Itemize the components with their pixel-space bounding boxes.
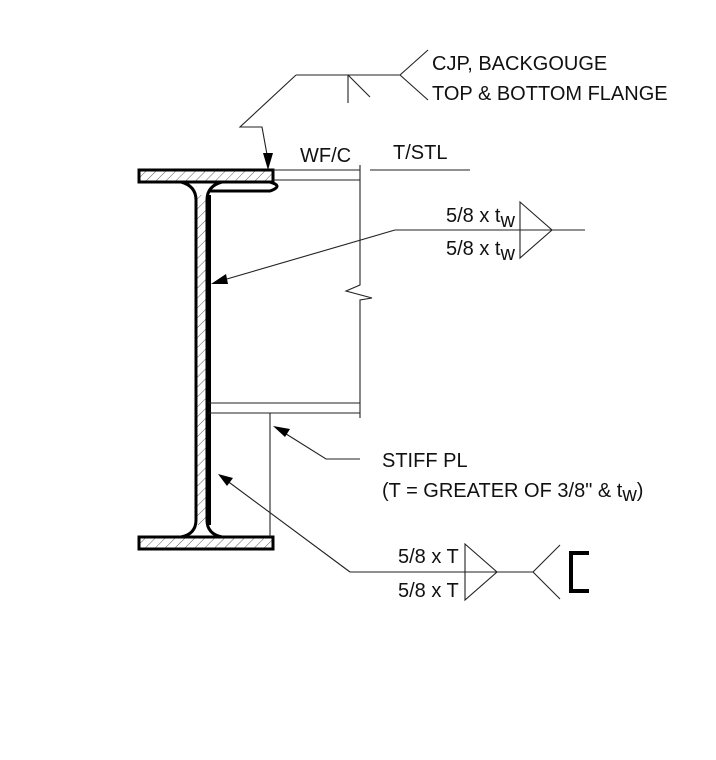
stiffener-weld-tail-lower <box>532 571 561 600</box>
stiffener-weld-size-bottom: 5/8 x T <box>398 580 459 602</box>
web-weld-size-bottom: 5/8 x tw <box>446 238 515 265</box>
stiffener-leader <box>282 431 360 460</box>
column-web <box>196 195 207 525</box>
stiffener-leader-group <box>273 426 360 460</box>
web-weld-fillet-symbol <box>519 200 553 260</box>
cjp-leader-arrowhead <box>263 153 273 170</box>
stiffener-weld-leader <box>225 479 351 573</box>
column-section <box>137 168 275 551</box>
stiffener-weld-arrowhead <box>218 474 233 486</box>
cjp-leader <box>238 74 297 161</box>
web-weld-arrowhead <box>211 274 228 284</box>
cjp-tail-upper <box>399 49 429 76</box>
stiffener-weld-size-top: 5/8 x T <box>398 546 459 568</box>
cjp-note-line2: TOP & BOTTOM FLANGE <box>432 83 668 105</box>
stiffener-leader-arrowhead <box>273 426 290 437</box>
column-bottom-flange <box>137 535 275 551</box>
stiffener-weld-bracket-icon <box>569 551 589 593</box>
stiffener-weld-tail-upper <box>532 544 561 573</box>
web-weld-symbol <box>211 200 585 284</box>
wfc-label: WF/C <box>300 145 351 167</box>
beam-break-line <box>344 165 373 418</box>
cjp-bevel-symbol <box>347 74 371 103</box>
web-weld-leader <box>219 229 396 282</box>
cjp-weld-top <box>209 180 279 193</box>
beam <box>209 165 373 418</box>
stiffener-weld-symbol <box>218 474 589 602</box>
stiff-pl-thickness-note: (T = GREATER OF 3/8" & tw) <box>382 480 643 506</box>
web-weld-size-top: 5/8 x tw <box>446 205 515 232</box>
column-top-flange <box>137 168 275 184</box>
column-web-outline-left <box>180 180 198 539</box>
cjp-note-line1: CJP, BACKGOUGE <box>432 53 607 75</box>
cjp-tail-lower <box>399 74 429 101</box>
tstl-label: T/STL <box>393 142 447 164</box>
stiffener-weld-fillet-symbol <box>464 542 498 602</box>
stiff-pl-label: STIFF PL <box>382 450 468 472</box>
cjp-weld-symbol <box>238 49 429 170</box>
